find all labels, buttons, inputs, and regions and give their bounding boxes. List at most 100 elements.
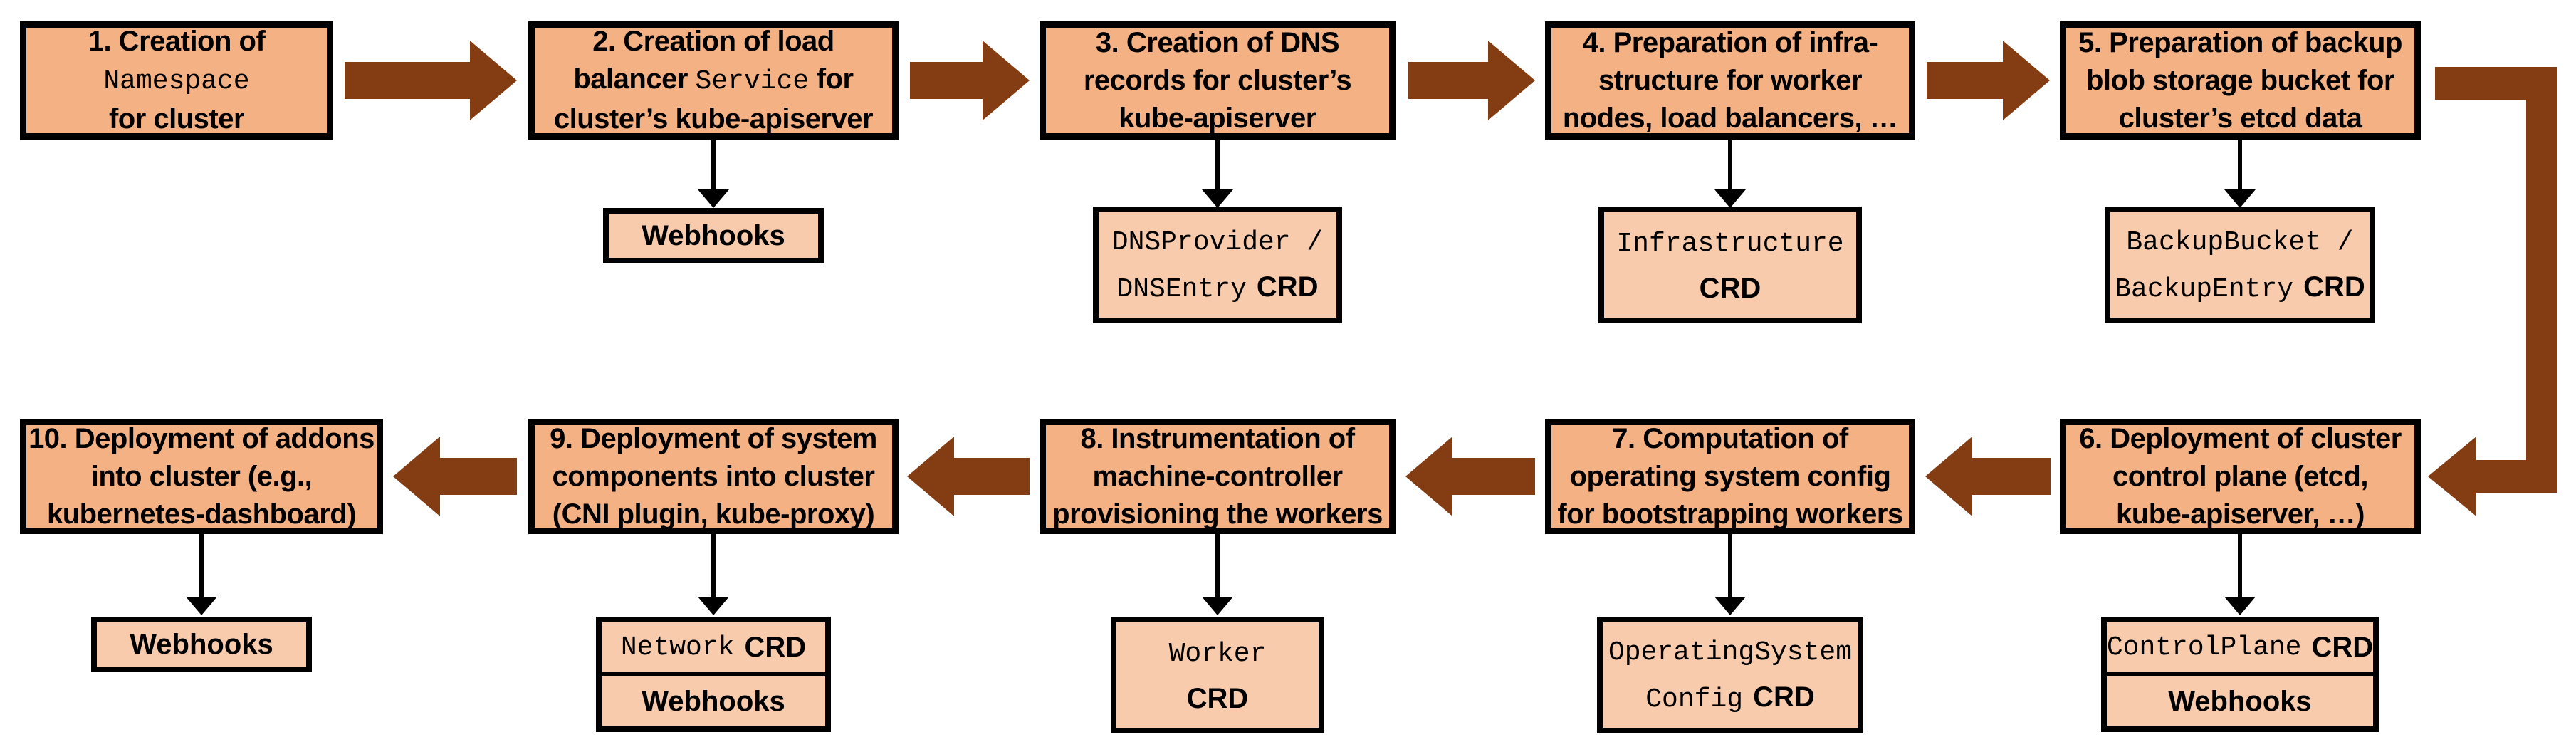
arrow-head-down-icon [1714,189,1746,208]
crd-text: DNSProvider / [1112,218,1323,265]
arrow-shaft [1972,458,2051,495]
arrow-head-down-icon [1202,189,1233,208]
step-text: 5. Preparation of backup [2078,24,2402,62]
crd-label: CRD [1699,273,1761,304]
webhooks-box-step-10: Webhooks [91,617,312,672]
step-text: operating system config [1569,460,1891,492]
crd-label: CRD [2311,631,2374,663]
k8s-resource-name: Service [695,66,810,97]
arrow-head-left-icon [1925,437,1972,516]
k8s-resource-name: OperatingSystem [1608,637,1853,668]
k8s-resource-name: Worker [1168,639,1267,669]
step-text: 5. Preparation of backup [2078,26,2402,58]
k8s-resource-name: Namespace [103,66,250,97]
step-text: blob storage bucket for [2086,64,2395,96]
step-text: structure for worker [1598,64,1863,96]
connector-step-3-to-crd [1215,140,1220,189]
webhooks-label: Webhooks [2168,685,2312,717]
crd-text: Infrastructure [1616,219,1843,266]
step-3-box: 3. Creation of DNS records for cluster’s… [1040,21,1396,140]
crd-text: OperatingSystem [1608,628,1852,675]
step-text: control plane (etcd, [2112,458,2368,496]
step-text: kube-apiserver, …) [2116,496,2365,533]
step-text: Namespace [103,61,249,100]
arrow-shaft [1927,62,2003,99]
step-text: control plane (etcd, [2112,460,2368,492]
step-text: 1. Creation of [88,26,266,57]
step-text: machine-controller [1092,458,1343,496]
k8s-resource-name: Config [1645,684,1744,715]
step-text: cluster’s kube-apiserver [553,103,874,135]
elbow-segment-bottom [2476,460,2557,493]
step-text: nodes, load balancers, … [1562,102,1898,134]
arrow-head-down-icon [1202,597,1233,615]
connector-step-8-to-crd [1215,534,1220,597]
step-text: 3. Creation of DNS [1096,24,1340,62]
step-text: cluster’s etcd data [2119,100,2362,137]
step-text: 9. Deployment of system [550,422,877,454]
crd-label: CRD [744,631,807,663]
crd-text: Worker [1169,629,1267,676]
crd-label: CRD [1186,683,1249,714]
step-5-box: 5. Preparation of backup blob storage bu… [2060,21,2421,140]
arrow-shaft [1408,62,1488,99]
step-text: 1. Creation of [88,23,266,61]
connector-step-4-to-crd [1728,140,1732,189]
step-text: structure for worker [1598,62,1863,100]
step-text: components into cluster [552,458,876,496]
step-text: blob storage bucket for [2086,62,2395,100]
step-text: kube-apiserver, …) [2116,498,2365,530]
arrow-shaft [954,458,1030,495]
k8s-resource-name: Network [620,632,735,663]
crd-label: CRD [2303,271,2365,303]
step-text: operating system config [1570,458,1891,496]
arrow-head-left-icon [2428,437,2476,516]
step-text: balancer Service for [573,61,854,100]
step-8-box: 8. Instrumentation of machine-controller… [1040,419,1396,534]
step-text: into cluster (e.g., [90,460,313,492]
step-text: records for cluster’s [1084,62,1352,100]
step-text: 7. Computation of [1612,422,1848,454]
step-text: cluster’s kube-apiserver [553,100,874,138]
arrow-head-down-icon [186,597,217,615]
connector-step-10-to-webhooks [199,534,204,597]
crd-box-worker: Worker CRD [1111,617,1324,733]
arrow-head-left-icon [907,437,954,516]
connector-step-9-to-crd [711,534,716,597]
step-text: provisioning the workers [1052,496,1383,533]
step-text: kube-apiserver [1119,100,1316,137]
arrow-head-left-icon [1405,437,1452,516]
step-text: 10. Deployment of addons [28,420,375,458]
webhooks-label: Webhooks [642,685,785,717]
step-text: 8. Instrumentation of [1080,420,1355,458]
webhooks-label: Webhooks [130,622,273,667]
k8s-resource-name: DNSEntry [1116,274,1247,305]
webhooks-label: Webhooks [602,672,825,726]
step-text: for bootstrapping workers [1557,496,1903,533]
crd-text: CRD [1187,676,1249,721]
step-text: 6. Deployment of cluster [2079,420,2402,458]
step-text: (CNI plugin, kube-proxy) [552,498,875,530]
arrow-head-left-icon [393,437,440,516]
k8s-resource-name: Infrastructure [1616,229,1844,259]
step-text: for [809,63,854,95]
arrow-shaft [1452,458,1535,495]
step-text: 10. Deployment of addons [28,422,375,454]
arrow-head-down-icon [698,189,729,208]
step-2-box: 2. Creation of load balancer Service for… [528,21,899,140]
step-6-box: 6. Deployment of cluster control plane (… [2060,419,2421,534]
crd-box-infrastructure: Infrastructure CRD [1598,207,1862,323]
step-9-box: 9. Deployment of system components into … [528,419,899,534]
step-text: 9. Deployment of system [550,420,877,458]
step-text: 8. Instrumentation of [1080,422,1355,454]
step-text: (CNI plugin, kube-proxy) [552,496,875,533]
arrow-shaft [345,62,470,99]
step-text: components into cluster [552,460,876,492]
arrow-head-down-icon [2224,189,2256,208]
crd-text: CRD [1700,266,1761,310]
webhooks-label: Webhooks [642,214,785,258]
